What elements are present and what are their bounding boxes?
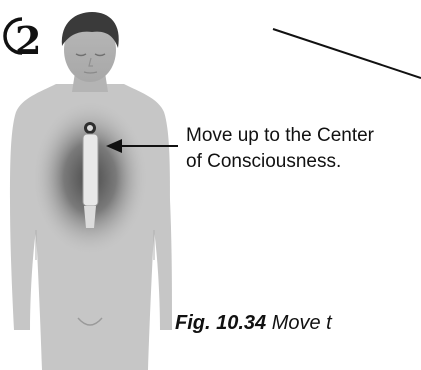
step-number-badge: 2 [0,14,48,62]
callout-line-2: of Consciousness. [186,149,421,175]
central-channel [83,134,98,206]
step-number: 2 [15,22,41,60]
caption-text: Move t [266,312,332,334]
leader-line-top [273,29,421,78]
crown-point-inner [87,125,93,131]
figure-caption: Fig. 10.34 Move t [175,311,332,335]
channel-base [84,206,96,228]
callout-line-1: Move up to the Center [186,123,421,149]
callout-text: Move up to the Center of Consciousness. [186,123,421,175]
figure-label: Fig. 10.34 [175,312,266,334]
